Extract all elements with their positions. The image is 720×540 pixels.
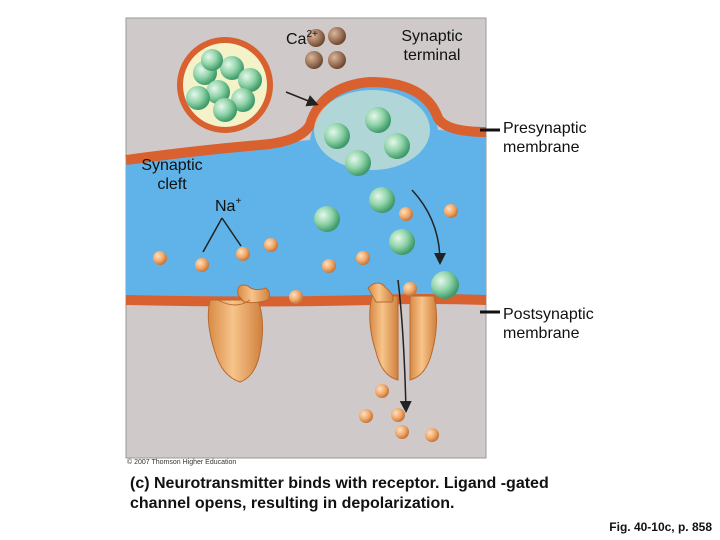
calcium-label: Ca2+ xyxy=(286,30,318,49)
postsynaptic-membrane xyxy=(125,294,487,307)
presynaptic-membrane xyxy=(125,77,487,165)
sodium-ions xyxy=(153,204,458,442)
cleft-line2: cleft xyxy=(157,176,187,193)
sodium-charge: + xyxy=(235,196,242,207)
synaptic-terminal-line2: terminal xyxy=(403,47,461,64)
vesicle-arrow xyxy=(285,91,319,107)
synaptic-terminal-label: Synaptic terminal xyxy=(388,27,476,65)
synaptic-terminal-line1: Synaptic xyxy=(401,28,463,45)
sodium-pointer xyxy=(202,217,242,253)
calcium-charge: 2+ xyxy=(306,29,318,40)
closed-channel-protein xyxy=(207,284,271,383)
presynaptic-line1: Presynaptic xyxy=(503,120,587,137)
postsynaptic-line2: membrane xyxy=(503,325,580,342)
diffusion-arrow xyxy=(411,189,446,265)
copyright-notice: © 2007 Thomson Higher Education xyxy=(127,459,237,466)
presynaptic-label: Presynaptic membrane xyxy=(503,119,587,157)
calcium-symbol: Ca xyxy=(286,31,307,48)
sodium-label: Na+ xyxy=(215,197,241,216)
released-neurotransmitters xyxy=(314,107,459,299)
synaptic-cleft-label: Synaptic cleft xyxy=(122,156,222,194)
ion-flow-arrow xyxy=(397,279,412,413)
calcium-ions xyxy=(305,27,346,69)
sodium-symbol: Na xyxy=(215,198,236,215)
open-channel-protein xyxy=(367,282,438,381)
postsynaptic-line1: Postsynaptic xyxy=(503,306,594,323)
figure-caption: (c) Neurotransmitter binds with receptor… xyxy=(130,475,549,512)
cleft-line1: Synaptic xyxy=(141,157,203,174)
figure-reference: Fig. 40-10c, p. 858 xyxy=(609,520,712,534)
vesicle-neurotransmitters xyxy=(186,49,262,122)
presynaptic-line2: membrane xyxy=(503,139,580,156)
postsynaptic-label: Postsynaptic membrane xyxy=(503,305,594,343)
